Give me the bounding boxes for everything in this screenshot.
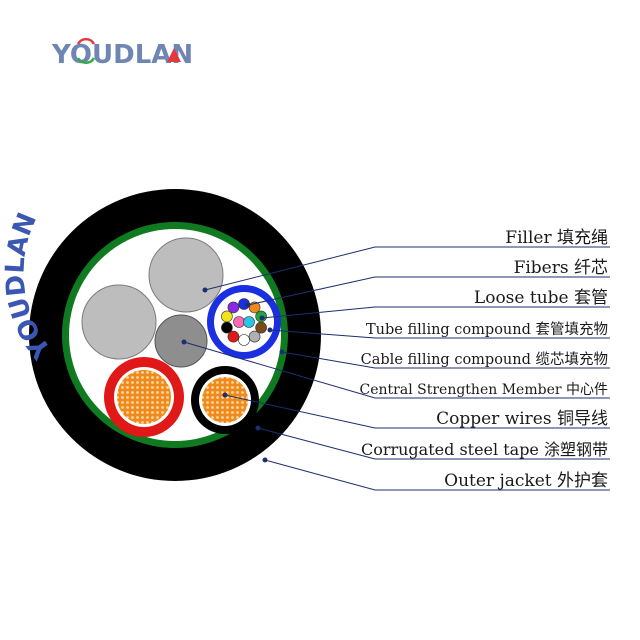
- leader-dot-loose-tube: [259, 315, 265, 321]
- leader-dots: [181, 287, 285, 463]
- fiber-core: [221, 310, 233, 323]
- leader-dot-copper-wires: [222, 392, 228, 398]
- leader-line-filler: [204, 246, 610, 291]
- label-fibers: Fibers 纤芯: [514, 258, 608, 278]
- leader-dot-central-member: [181, 339, 187, 345]
- fiber-core: [255, 321, 267, 334]
- leader-line-loose-tube: [261, 306, 610, 319]
- leader-line-copper-wires: [224, 394, 610, 429]
- fiber-core: [248, 330, 261, 343]
- leader-dot-cable-filling: [279, 349, 285, 355]
- logo-o: O: [70, 40, 92, 70]
- label-outer-jacket: Outer jacket 外护套: [444, 471, 608, 491]
- fiber-core: [227, 301, 240, 314]
- fiber-group: [221, 298, 267, 346]
- fiber-core: [238, 334, 250, 346]
- leader-dot-outer-jacket: [262, 457, 268, 463]
- logo-a: A: [151, 40, 171, 70]
- leader-line-outer-jacket: [264, 459, 610, 491]
- label-central-strengthen-member: Central Strengthen Member 中心件: [360, 382, 608, 398]
- copper-wires-bundle-left: [117, 370, 171, 424]
- fiber-core: [221, 321, 233, 334]
- leader-lines: [183, 246, 610, 491]
- fiber-core: [243, 316, 255, 328]
- label-filler: Filler 填充绳: [505, 228, 608, 248]
- label-cable-filling-compound: Cable filling compound 缆芯填充物: [361, 351, 608, 368]
- leader-line-steel-tape: [257, 427, 610, 460]
- copper-wires-bundle-right: [202, 377, 248, 423]
- logo-o-red-arc-icon: [76, 37, 96, 45]
- label-tube-filling-compound: Tube filling compound 套管填充物: [366, 321, 608, 338]
- leader-dot-steel-tape: [255, 425, 261, 431]
- label-loose-tube: Loose tube 套管: [474, 288, 608, 308]
- filler-left: [81, 284, 157, 360]
- filler-top: [148, 237, 224, 313]
- label-copper-wires: Copper wires 铜导线: [436, 409, 608, 429]
- fiber-core: [233, 316, 245, 328]
- leader-line-fibers: [247, 276, 610, 306]
- leader-line-tube-filling: [269, 329, 610, 339]
- header-logo: YOUDLAN: [51, 37, 193, 70]
- fiber-core: [227, 330, 240, 343]
- leader-dot-fibers: [245, 302, 251, 308]
- logo-udl: UDL: [92, 40, 151, 70]
- leader-line-cable-filling: [281, 351, 610, 369]
- leader-dot-filler: [202, 287, 208, 293]
- label-corrugated-steel-tape: Corrugated steel tape 涂塑钢带: [361, 440, 608, 459]
- leader-dot-tube-filling: [267, 327, 273, 333]
- logo-y: Y: [51, 40, 72, 70]
- leader-line-central-member: [183, 341, 610, 399]
- logo-n: N: [171, 40, 193, 70]
- logo-o-green-arc-icon: [76, 57, 96, 65]
- logo-a-red-triangle-icon: [167, 48, 181, 62]
- central-strengthen-member: [154, 314, 208, 368]
